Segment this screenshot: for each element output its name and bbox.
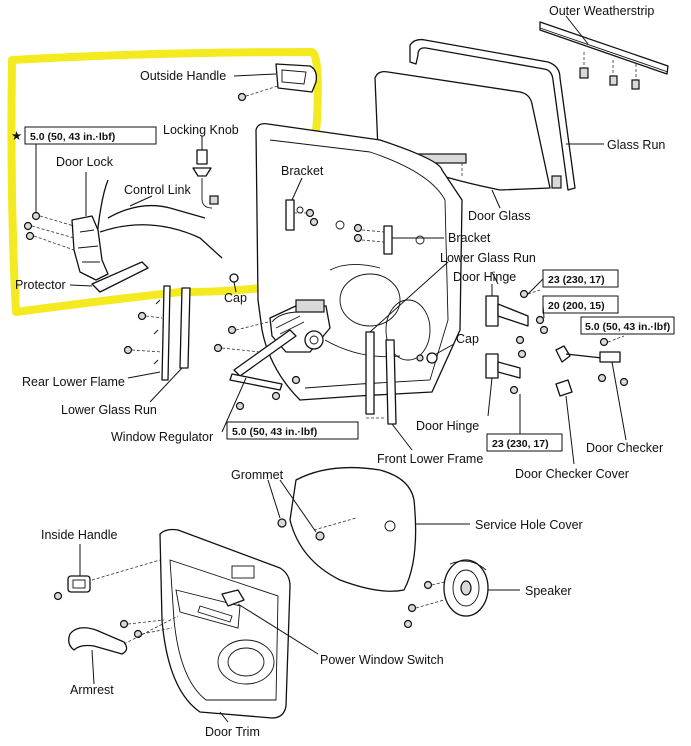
label-door-hinge-upper: Door Hinge [453,270,516,284]
label-cap-left: Cap [224,291,247,305]
outside-handle [233,63,318,102]
inside-handle [53,544,161,601]
label-door-glass: Door Glass [468,209,531,223]
label-bracket-right: Bracket [448,231,491,245]
label-outer-weatherstrip: Outer Weatherstrip [549,4,654,18]
cap-left [229,273,239,293]
door-lock [23,140,109,281]
label-rear-lower-flame: Rear Lower Flame [22,375,125,389]
label-inside-handle: Inside Handle [41,528,117,542]
torque-hinge-1-text: 23 (230, 17) [548,274,605,286]
glass-run [409,38,576,191]
door-hinge-upper [485,284,549,359]
label-glass-run: Glass Run [607,138,665,152]
label-grommet: Grommet [231,468,284,482]
cap-right [416,343,455,364]
torque-box-hinge-2: 20 (200, 15) [542,295,619,314]
label-locking-knob: Locking Knob [163,123,239,137]
label-door-lock: Door Lock [56,155,114,169]
torque-box-hinge-3: 23 (230, 17) [486,433,563,452]
front-lower-frame [366,339,413,451]
service-hole-cover [289,466,470,592]
torque-box-checker: 5.0 (50, 43 in.·lbf) [580,316,675,335]
label-speaker: Speaker [525,584,572,598]
label-service-hole-cover: Service Hole Cover [475,518,583,532]
armrest [68,615,179,685]
label-window-regulator: Window Regulator [111,430,213,444]
torque-box-hinge-1: 23 (230, 17) [542,269,619,288]
window-regulator [213,299,331,433]
door-checker-cover [555,379,575,465]
torque-box-regulator: 5.0 (50, 43 in.·lbf) [226,421,359,440]
label-front-lower-frame: Front Lower Frame [377,452,483,466]
label-door-hinge-lower: Door Hinge [416,419,479,433]
label-door-checker-cover: Door Checker Cover [515,467,629,481]
label-door-trim: Door Trim [205,725,260,739]
lower-glass-run-right [365,261,449,415]
outer-weatherstrip [539,21,669,90]
leader-door-hinge-upper [491,271,499,285]
torque-checker-text: 5.0 (50, 43 in.·lbf) [585,321,670,333]
label-lower-glass-run-right: Lower Glass Run [440,251,536,265]
label-control-link: Control Link [124,183,191,197]
label-armrest: Armrest [70,683,114,697]
door-checker [555,335,629,441]
label-lower-glass-run-left: Lower Glass Run [61,403,157,417]
grommet [267,479,325,541]
leader-door-glass [491,189,501,209]
power-window-switch [221,589,319,655]
torque-door-lock-text: 5.0 (50, 43 in.·lbf) [30,131,115,143]
label-protector: Protector [15,278,66,292]
star-mark: ★ [11,129,22,143]
torque-box-door-lock: 5.0 (50, 43 in.·lbf) ★ [11,126,157,145]
rear-lower-flame [123,285,171,381]
lower-glass-run-left [149,287,191,403]
label-cap-right: Cap [456,332,479,346]
door-trim [119,528,291,723]
label-bracket-upper: Bracket [281,164,324,178]
torque-hinge-3-text: 23 (230, 17) [492,438,549,450]
label-outside-handle: Outside Handle [140,69,226,83]
leader-torque-hinge-2 [542,304,545,319]
door-hinge-lower [485,353,521,436]
speaker [403,559,520,629]
leader-outer-weatherstrip [565,15,589,45]
protector [69,261,149,293]
torque-hinge-2-text: 20 (200, 15) [548,300,605,312]
bracket-upper [285,177,319,231]
bracket-right [353,223,444,255]
locking-knob [192,136,219,209]
torque-regulator-text: 5.0 (50, 43 in.·lbf) [232,426,317,438]
label-door-checker: Door Checker [586,441,663,455]
leader-torque-hinge-1 [527,278,544,295]
label-power-window-switch: Power Window Switch [320,653,444,667]
